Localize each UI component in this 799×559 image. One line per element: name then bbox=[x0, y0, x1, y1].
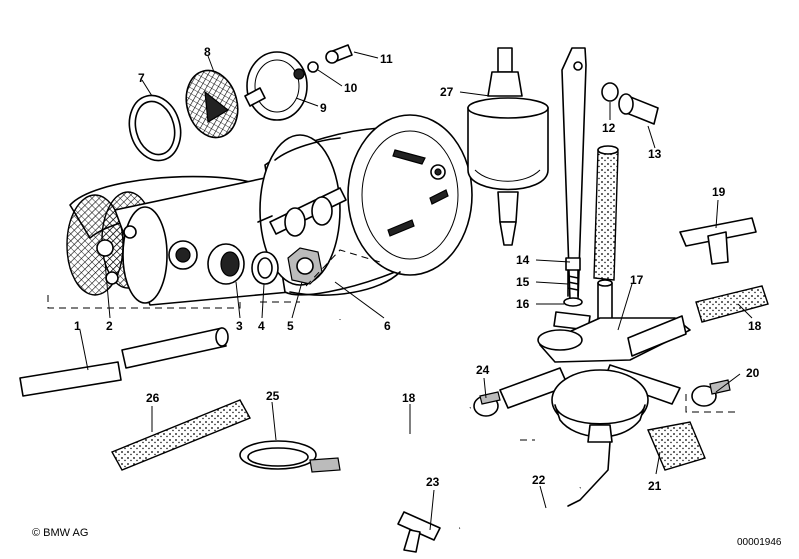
label-25: 25 bbox=[266, 389, 280, 403]
label-23: 23 bbox=[426, 475, 440, 489]
label-4: 4 bbox=[258, 319, 265, 333]
label-11: 11 bbox=[380, 52, 393, 66]
label-6: 6 bbox=[384, 319, 391, 333]
label-3: 3 bbox=[236, 319, 243, 333]
label-15: 15 bbox=[516, 275, 530, 289]
label-21: 21 bbox=[648, 479, 662, 493]
label-20: 20 bbox=[746, 366, 760, 380]
lower-hoses-and-clamps bbox=[19, 319, 731, 553]
label-7: 7 bbox=[138, 71, 145, 85]
label-17: 17 bbox=[630, 273, 644, 287]
label-5: 5 bbox=[287, 319, 294, 333]
bracket-and-bolts bbox=[553, 47, 659, 331]
label-14: 14 bbox=[516, 253, 530, 267]
copyright-text: © BMW AG bbox=[32, 527, 89, 539]
label-26: 26 bbox=[146, 391, 160, 405]
group-lines bbox=[47, 249, 735, 441]
label-12: 12 bbox=[602, 121, 616, 135]
label-16: 16 bbox=[516, 297, 530, 311]
document-number: 00001946 bbox=[737, 537, 782, 548]
label-27: 27 bbox=[440, 85, 454, 99]
part-labels: 1 2 3 4 5 6 7 8 9 10 11 12 13 14 15 16 1… bbox=[74, 45, 762, 493]
label-13: 13 bbox=[648, 147, 662, 161]
label-18-center: 18 bbox=[402, 391, 416, 405]
label-18-right: 18 bbox=[748, 319, 762, 333]
leader-lines bbox=[79, 51, 753, 531]
label-1: 1 bbox=[74, 319, 81, 333]
label-19: 19 bbox=[712, 185, 726, 199]
label-9: 9 bbox=[320, 101, 327, 115]
pressure-regulator-drawing bbox=[499, 315, 691, 507]
label-24: 24 bbox=[476, 363, 490, 377]
washer-and-nut-parts bbox=[207, 243, 323, 285]
label-22: 22 bbox=[532, 473, 546, 487]
label-8: 8 bbox=[204, 45, 211, 59]
strainer-cap-parts bbox=[128, 44, 353, 162]
label-10: 10 bbox=[344, 81, 358, 95]
hose-parts bbox=[593, 145, 769, 331]
fuel-filter-drawing bbox=[467, 47, 549, 246]
label-2: 2 bbox=[106, 319, 113, 333]
